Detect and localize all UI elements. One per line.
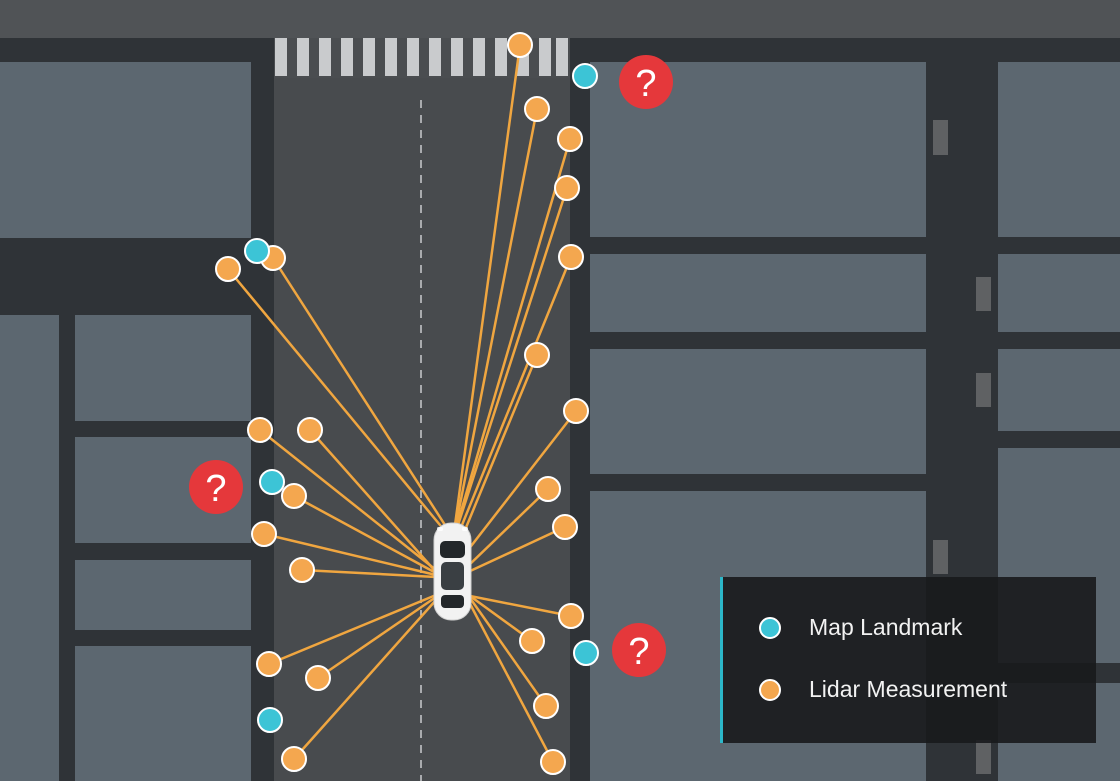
lidar-ray	[456, 186, 569, 527]
lidar-measurements	[215, 32, 589, 775]
question-mark-icon: ?	[628, 631, 649, 673]
lidar-ray	[271, 256, 447, 527]
top-road	[0, 0, 1120, 38]
lidar-ray	[454, 107, 539, 527]
lidar-measurement-dot	[256, 651, 282, 677]
lidar-measurement-dot	[533, 693, 559, 719]
lidar-measurement-dot	[540, 749, 566, 775]
lidar-ray	[258, 428, 438, 572]
lidar-measurement-dot	[251, 521, 277, 547]
question-mark-icon: ?	[635, 63, 656, 105]
lidar-ray	[267, 593, 438, 666]
legend: Map Landmark Lidar Measurement	[720, 577, 1096, 743]
map-landmark-dot	[573, 640, 599, 666]
car-icon	[433, 522, 472, 621]
side-road-markings	[933, 120, 991, 774]
question-mark-icon: ?	[205, 468, 226, 510]
lidar-ray	[466, 409, 578, 552]
map-landmark-dot	[257, 707, 283, 733]
legend-item-lidar: Lidar Measurement	[759, 676, 1007, 703]
lidar-ray	[468, 594, 573, 618]
lidar-measurement-dot	[297, 417, 323, 443]
lidar-measurement-dot	[281, 746, 307, 772]
lidar-measurement-dot	[558, 244, 584, 270]
question-badge-bottom: ?	[612, 623, 666, 677]
lidar-dot-icon	[759, 678, 781, 701]
lidar-ray	[262, 532, 438, 577]
legend-label-lidar: Lidar Measurement	[809, 676, 1008, 702]
lidar-ray	[292, 494, 438, 575]
map-landmark-dot	[244, 238, 270, 264]
landmark-dot-icon	[759, 616, 781, 639]
map-landmarks	[244, 63, 599, 733]
lidar-measurement-dot	[557, 126, 583, 152]
lidar-measurement-dot	[524, 342, 550, 368]
lidar-ray	[460, 255, 573, 527]
legend-label-landmark: Map Landmark	[809, 614, 963, 640]
lidar-ray	[463, 353, 539, 532]
question-badge-top: ?	[619, 55, 673, 109]
question-badge-left: ?	[189, 460, 243, 514]
lidar-ray	[466, 525, 567, 574]
lidar-ray	[316, 595, 438, 680]
lidar-measurement-dot	[524, 96, 550, 122]
lidar-ray	[468, 596, 548, 708]
lidar-measurement-dot	[305, 665, 331, 691]
lidar-ray	[466, 598, 555, 764]
lidar-ray	[466, 487, 550, 568]
lidar-measurement-dot	[554, 175, 580, 201]
lidar-measurement-dot	[247, 417, 273, 443]
lidar-ray	[300, 568, 438, 579]
lidar-measurement-dot	[507, 32, 533, 58]
legend-item-landmark: Map Landmark	[759, 614, 962, 641]
main-road	[274, 38, 570, 781]
lidar-ray	[455, 137, 572, 527]
map-landmark-dot	[572, 63, 598, 89]
lidar-ray	[226, 267, 442, 527]
lidar-rays	[226, 43, 578, 764]
lidar-measurement-dot	[281, 483, 307, 509]
lidar-measurement-dot	[552, 514, 578, 540]
lidar-measurement-dot	[535, 476, 561, 502]
lidar-measurement-dot	[519, 628, 545, 654]
lidar-measurement-dot	[289, 557, 315, 583]
map-landmark-dot	[259, 469, 285, 495]
lidar-measurement-dot	[558, 603, 584, 629]
lidar-measurement-dot	[215, 256, 241, 282]
lidar-ray	[308, 428, 438, 574]
lidar-ray	[292, 598, 438, 761]
lidar-measurement-dot	[563, 398, 589, 424]
lidar-ray	[453, 43, 522, 527]
